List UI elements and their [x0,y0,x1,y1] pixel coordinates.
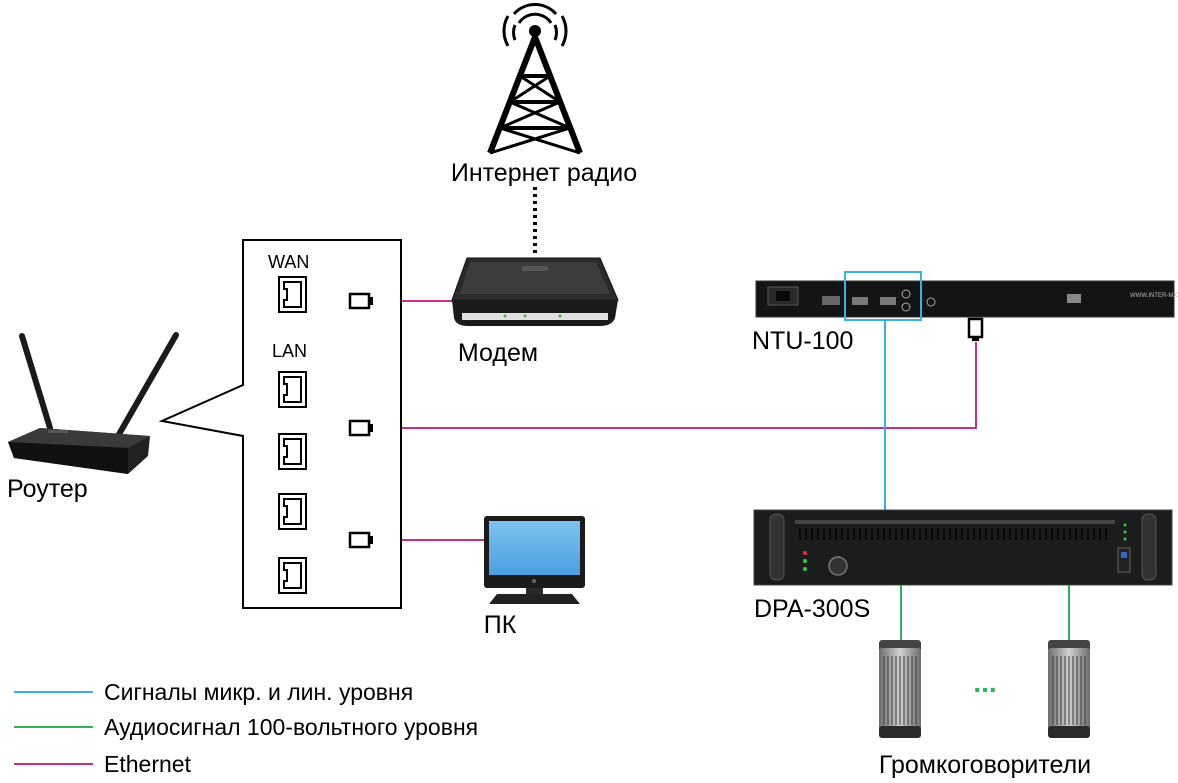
speakers-ellipsis: ... [973,667,996,698]
legend-label-mic-line: Сигналы микр. и лин. уровня [104,679,413,705]
dpa-300s-label: DPA-300S [754,595,870,623]
ethernet-line-lan-ntu [372,342,977,429]
lan-port-3-icon [278,493,307,530]
lan-port-4-icon [278,557,307,594]
dpa-300s-amplifier-icon [753,509,1173,586]
router-ports-callout [158,239,402,609]
svg-text:WWW.INTER-M.COM: WWW.INTER-M.COM [1130,293,1178,299]
legend-label-100v: Аудиосигнал 100-вольтного уровня [104,714,478,740]
internet-radio-label: Интернет радио [451,159,637,187]
pc-label: ПК [484,611,517,639]
pc-icon [484,516,585,604]
wan-label: WAN [268,252,309,272]
rj45-plug-ntu-icon [967,317,984,341]
rj45-plug-lan-pc-icon [348,531,373,549]
radio-tower-icon [487,3,583,155]
router-label: Роутер [7,475,88,503]
speaker-1-icon [879,640,921,738]
ntu-audio-output-highlight [844,271,922,321]
speakers-label: Громкоговорители [879,751,1091,779]
ntu-100-device-icon: WWW.INTER-M.COM [755,280,1178,318]
modem-label: Модем [458,339,538,367]
legend: Сигналы микр. и лин. уровня Аудиосигнал … [14,679,478,777]
lan-port-2-icon [278,433,307,470]
rj45-plug-wan-icon [348,292,373,310]
ntu-100-label: NTU-100 [752,327,853,355]
lan-label: LAN [272,341,307,361]
modem-icon [451,257,619,326]
router-icon [8,332,179,474]
legend-label-ethernet: Ethernet [104,751,192,777]
lan-port-1-icon [278,371,307,408]
speaker-2-icon [1048,640,1090,738]
rj45-plug-lan-ntu-icon [348,419,373,437]
wan-port-icon [278,276,307,313]
